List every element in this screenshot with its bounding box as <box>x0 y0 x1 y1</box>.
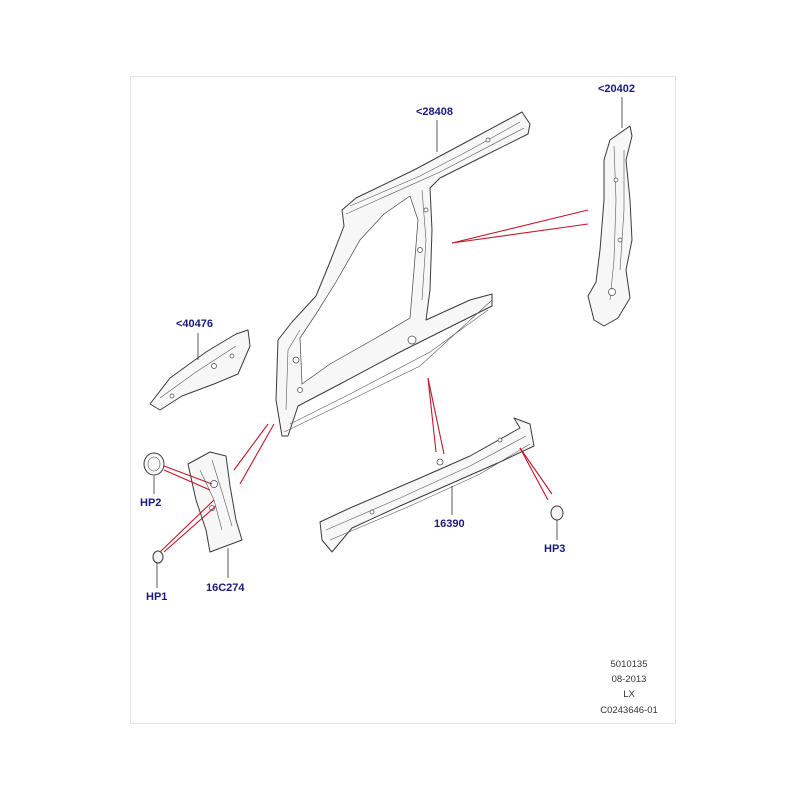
diagram-reference: C0243646-01 <box>600 705 658 716</box>
plug-hp2-part <box>143 452 165 476</box>
plug-hp1-part <box>152 550 164 564</box>
a-pillar-bracket-part <box>149 329 251 411</box>
label-16c274: 16C274 <box>206 582 245 594</box>
label-40476: <40476 <box>176 318 214 330</box>
b-pillar-part <box>587 125 633 327</box>
body-side-panel-part <box>275 111 531 437</box>
alignment-leader-lines <box>159 209 589 553</box>
plug-hp3-part <box>550 505 564 521</box>
label-hp2: HP2 <box>140 497 162 509</box>
label-20402: <20402 <box>598 83 636 95</box>
diagram-code: 5010135 <box>610 659 648 670</box>
diagram-model: LX <box>623 689 635 700</box>
label-16390: 16390 <box>434 518 465 530</box>
hinge-pillar-part <box>187 451 243 553</box>
sill-panel-part <box>319 417 535 553</box>
diagram-date: 08-2013 <box>611 674 647 685</box>
label-hp1: HP1 <box>146 591 168 603</box>
label-hp3: HP3 <box>544 543 566 555</box>
label-28408: <28408 <box>416 106 454 118</box>
